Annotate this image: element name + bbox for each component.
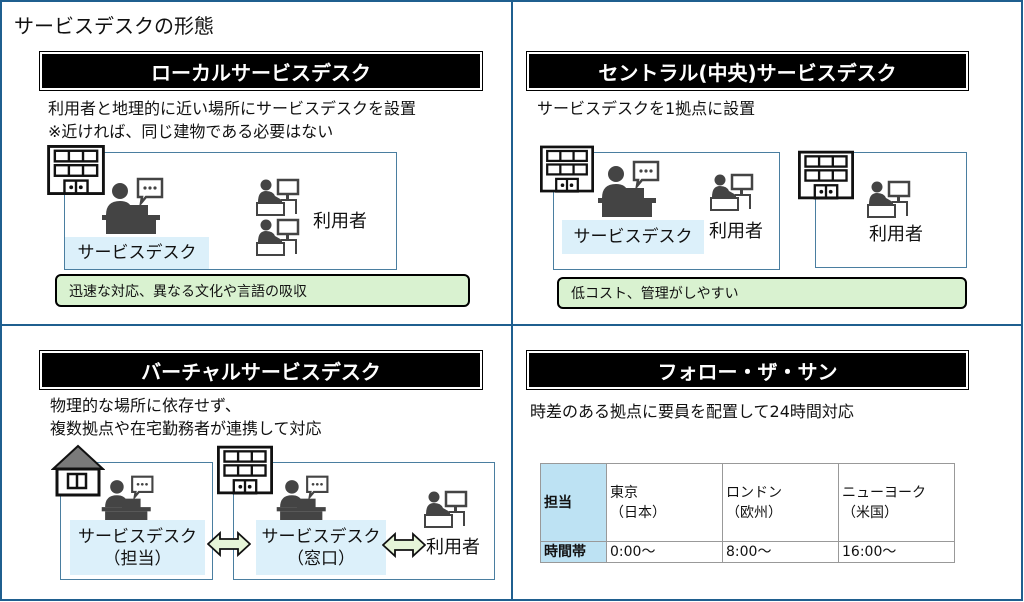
local-desc-2: ※近ければ、同じ建物である必要はない xyxy=(48,122,334,141)
central-desc: サービスデスクを1拠点に設置 xyxy=(537,99,756,118)
local-users-label: 利用者 xyxy=(313,211,367,232)
table-cell: ロンドン （欧州） xyxy=(722,463,839,542)
local-merit: 迅速な対応、異なる文化や言語の吸収 xyxy=(55,274,470,307)
city: ニューヨーク xyxy=(842,484,926,501)
region: （日本） xyxy=(610,504,666,521)
follow-desc: 時差のある拠点に要員を配置して24時間対応 xyxy=(530,402,854,421)
building-icon xyxy=(798,150,854,200)
table-row-header: 時間帯 xyxy=(540,541,607,563)
double-arrow-icon xyxy=(382,532,426,558)
building-icon xyxy=(217,445,273,495)
vertical-divider xyxy=(511,0,513,601)
service-desk-agent-icon xyxy=(100,475,155,524)
follow-header: フォロー・ザ・サン xyxy=(526,350,969,390)
house-icon xyxy=(51,443,105,497)
user-pc-icon xyxy=(256,178,300,216)
virtual-desk-2-label: サービスデスク（窓口） xyxy=(256,520,386,575)
table-cell: 東京 （日本） xyxy=(606,463,723,542)
region: （欧州） xyxy=(726,504,782,521)
building-icon xyxy=(540,145,594,193)
local-header: ローカルサービスデスク xyxy=(39,51,483,91)
central-users-label-1: 利用者 xyxy=(709,221,763,242)
service-desk-agent-icon xyxy=(100,177,165,235)
virtual-desc-2: 複数拠点や在宅勤務者が連携して対応 xyxy=(50,419,322,438)
page-title: サービスデスクの形態 xyxy=(14,14,214,38)
city: ロンドン xyxy=(726,484,782,501)
central-header: セントラル(中央)サービスデスク xyxy=(526,51,969,91)
central-merit: 低コスト、管理がしやすい xyxy=(557,277,967,309)
local-desk-label: サービスデスク xyxy=(65,237,209,269)
central-desk-label: サービスデスク xyxy=(562,220,704,254)
table-cell: 8:00〜 xyxy=(722,541,839,563)
table-cell: 16:00〜 xyxy=(838,541,955,563)
virtual-desk-1-role: （担当） xyxy=(103,548,172,569)
virtual-users-label: 利用者 xyxy=(426,537,480,558)
table-row: 時間帯 0:00〜 8:00〜 16:00〜 xyxy=(540,541,955,563)
central-users-label-2: 利用者 xyxy=(869,224,923,245)
table-cell: 0:00〜 xyxy=(606,541,723,563)
city: 東京 xyxy=(610,484,638,501)
table-row-header: 担当 xyxy=(540,463,607,542)
double-arrow-icon xyxy=(207,531,251,557)
service-desk-agent-icon xyxy=(596,160,661,218)
user-pc-icon xyxy=(867,180,911,218)
horizontal-divider xyxy=(0,324,1023,326)
region: （米国） xyxy=(842,504,898,521)
user-pc-icon xyxy=(256,218,300,256)
table-cell: ニューヨーク （米国） xyxy=(838,463,955,542)
follow-table: 担当 東京 （日本） ロンドン （欧州） ニューヨーク （米国） 時間帯 0:00〜 … xyxy=(540,463,955,563)
local-desc-1: 利用者と地理的に近い場所にサービスデスクを設置 xyxy=(48,99,417,118)
virtual-desk-1-label: サービスデスク（担当） xyxy=(70,520,205,575)
virtual-desk-2-name: サービスデスク xyxy=(261,526,381,547)
virtual-desk-2-role: （窓口） xyxy=(287,548,355,569)
virtual-desc-1: 物理的な場所に依存せず、 xyxy=(50,396,241,415)
table-row: 担当 東京 （日本） ロンドン （欧州） ニューヨーク （米国） xyxy=(540,463,955,542)
building-icon xyxy=(47,145,105,195)
virtual-header: バーチャルサービスデスク xyxy=(39,350,483,390)
virtual-desk-1-name: サービスデスク xyxy=(78,526,197,547)
user-pc-icon xyxy=(710,173,754,211)
service-desk-agent-icon xyxy=(275,475,330,524)
user-pc-icon xyxy=(424,490,468,528)
